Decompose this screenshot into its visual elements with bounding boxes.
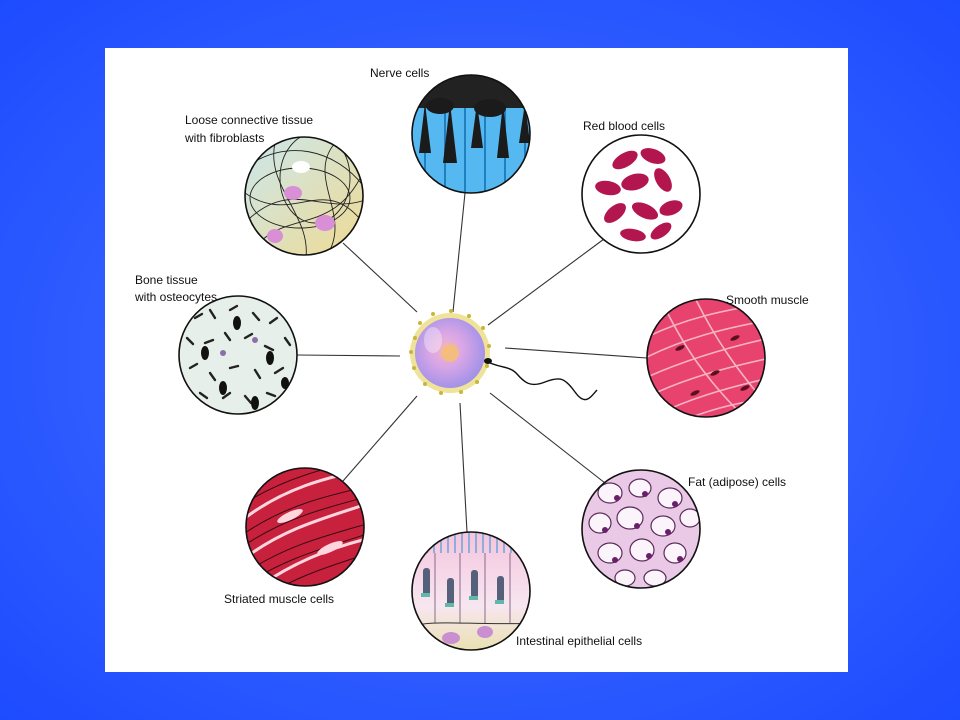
connector-striated [342,395,418,482]
intestinal-epithelial-cells-circle [411,531,531,651]
connector-rbc [487,238,605,326]
smooth-muscle-circle [646,298,766,418]
connector-fat [489,392,606,484]
fat-adipose-cells-circle [581,469,701,589]
label-red-blood-cells: Red blood cells [583,119,665,133]
cell-types-diagram: Nerve cells Red blood cells Loose connec… [134,66,809,651]
connector-bone [296,354,401,357]
label-bone-tissue-line1: Bone tissue [135,273,198,287]
connector-smooth [504,347,648,359]
label-smooth-muscle: Smooth muscle [726,293,809,307]
label-fat-adipose-cells: Fat (adipose) cells [688,475,786,489]
connector-loose [342,242,418,313]
label-loose-connective-tissue-line2: with fibroblasts [184,131,264,145]
slide-panel: Nerve cells Red blood cells Loose connec… [105,48,848,672]
striated-muscle-circle [245,467,365,587]
label-striated-muscle-cells: Striated muscle cells [224,592,334,606]
label-loose-connective-tissue-line1: Loose connective tissue [185,113,313,127]
bone-tissue-circle [178,295,298,415]
loose-connective-tissue-circle [244,136,364,256]
red-blood-cells-circle [581,134,701,254]
center-stem-cell [409,309,598,401]
connector-nerve [452,192,466,313]
nerve-cells-circle [411,74,531,194]
label-intestinal-epithelial-cells: Intestinal epithelial cells [516,634,642,648]
label-bone-tissue-line2: with osteocytes [134,290,217,304]
connector-lines [296,192,648,533]
connector-intestinal [459,402,468,533]
label-nerve-cells: Nerve cells [370,66,429,80]
